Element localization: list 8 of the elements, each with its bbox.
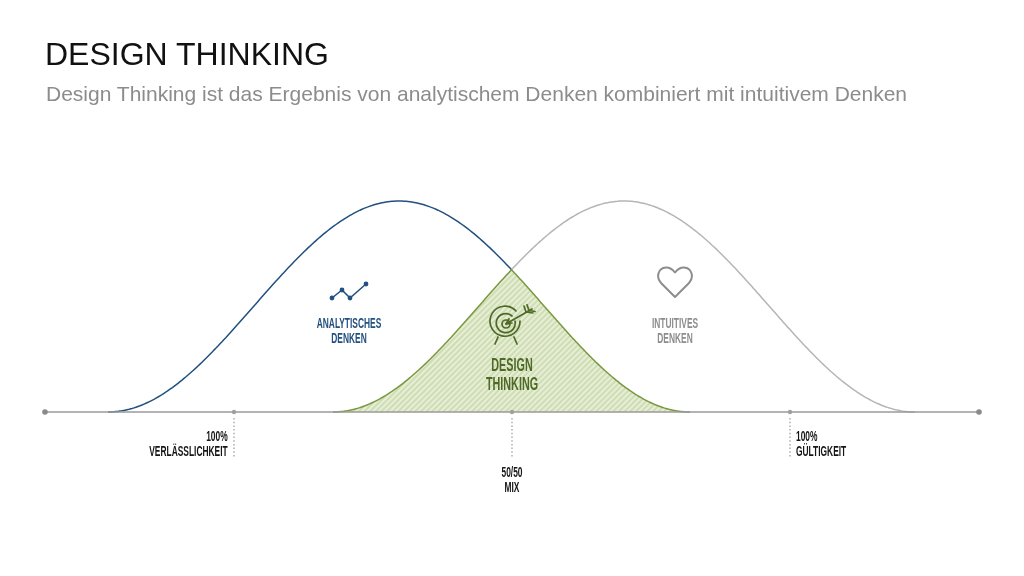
axis-label: 50/50 MIX (501, 465, 523, 495)
axis-label: 100% VERLÄSSLICHKEIT (149, 429, 228, 459)
area-label: DESIGN THINKING (485, 356, 539, 394)
title: DESIGN THINKING (45, 35, 329, 73)
axis-label: 100% GÜLTIGKEIT (796, 429, 847, 459)
subtitle: Design Thinking ist das Ergebnis von analytischem Denken kombiniert mit intuitivem Denken (46, 81, 908, 107)
curve-label: ANALYTISCHES DENKEN (316, 316, 382, 346)
curve-label: INTUITIVES DENKEN (651, 316, 699, 346)
